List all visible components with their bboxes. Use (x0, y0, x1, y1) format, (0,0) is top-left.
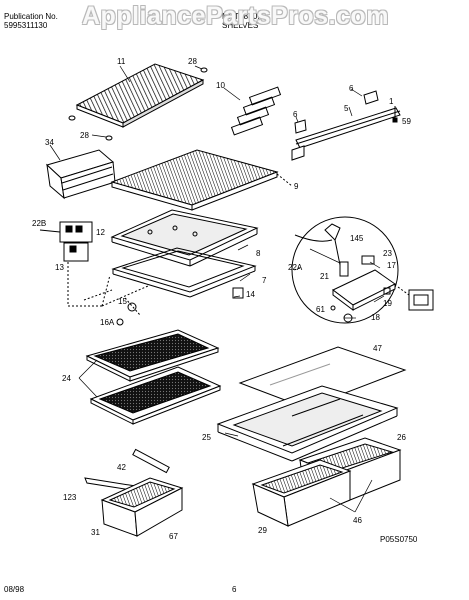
callout-lines (49, 65, 385, 513)
callout-13: 13 (55, 263, 64, 272)
callout-29: 29 (258, 526, 267, 535)
callout-14: 14 (246, 290, 255, 299)
callout-labels: 11 28 28 10 6 5 1 59 6 34 9 22B 12 13 8 … (32, 57, 411, 541)
clip (232, 287, 244, 299)
callout-10: 10 (216, 81, 225, 90)
drawer-cover-bar (132, 448, 170, 474)
egg-trays (230, 86, 282, 136)
callout-61: 61 (316, 305, 325, 314)
callout-24: 24 (62, 374, 71, 383)
crisper-drawer-left (251, 459, 352, 527)
callout-5: 5 (344, 104, 349, 113)
callout-28: 28 (188, 57, 197, 66)
cable-clip (127, 302, 137, 312)
callout-8: 8 (256, 249, 261, 258)
page-number: 6 (232, 585, 237, 594)
crisper-frame (111, 247, 257, 298)
callout-19: 19 (383, 299, 392, 308)
callout-6: 6 (349, 84, 354, 93)
callout-123: 123 (63, 493, 77, 502)
leader-lines (67, 262, 301, 316)
callout-7: 7 (262, 276, 267, 285)
callout-31: 31 (91, 528, 100, 537)
callout-145: 145 (350, 234, 364, 243)
callout-9: 9 (294, 182, 299, 191)
callout-22a: 22A (288, 263, 303, 272)
footer-date: 08/98 (4, 585, 25, 594)
callout-15: 15 (118, 297, 127, 306)
callout-11: 11 (117, 57, 126, 66)
callout-22b: 22B (32, 219, 46, 228)
shelf-rail (291, 90, 401, 161)
callout-25: 25 (202, 433, 211, 442)
callout-47: 47 (373, 344, 382, 353)
wire-shelf (75, 63, 205, 128)
callout-28: 28 (80, 131, 89, 140)
callout-16a: 16A (100, 318, 115, 327)
callout-1: 1 (389, 97, 394, 106)
glass-shelf-pair (85, 329, 222, 425)
callout-6: 6 (293, 110, 298, 119)
callout-18: 18 (371, 313, 380, 322)
shelf-stud (68, 115, 76, 121)
shelf-stud (105, 135, 113, 141)
callout-21: 21 (320, 272, 329, 281)
diagram-code: P05S0750 (380, 535, 418, 544)
watermark: AppliancePartsPros.com (82, 2, 389, 30)
shelf-stud (200, 67, 208, 73)
section-title: SHELVES (222, 21, 259, 30)
callout-42: 42 (117, 463, 126, 472)
callout-46: 46 (353, 516, 362, 525)
glass-shelf-top (110, 149, 293, 211)
callout-67: 67 (169, 532, 178, 541)
meat-crisper-pan (46, 149, 116, 200)
publication-label: Publication No. (4, 12, 58, 21)
callout-17: 17 (387, 261, 396, 270)
model-number: MRT18SJF (222, 12, 263, 21)
temperature-control-assembly (291, 216, 434, 324)
callout-12: 12 (96, 228, 105, 237)
callout-59: 59 (402, 117, 411, 126)
callout-23: 23 (383, 249, 392, 258)
damper-control (39, 221, 93, 262)
publication-number: 5995311130 (4, 21, 48, 30)
crisper-cover-frame (216, 385, 399, 462)
callout-34: 34 (45, 138, 54, 147)
callout-26: 26 (397, 433, 406, 442)
meat-drawer (84, 477, 184, 537)
screw (116, 318, 124, 326)
cover-frame (110, 209, 259, 267)
